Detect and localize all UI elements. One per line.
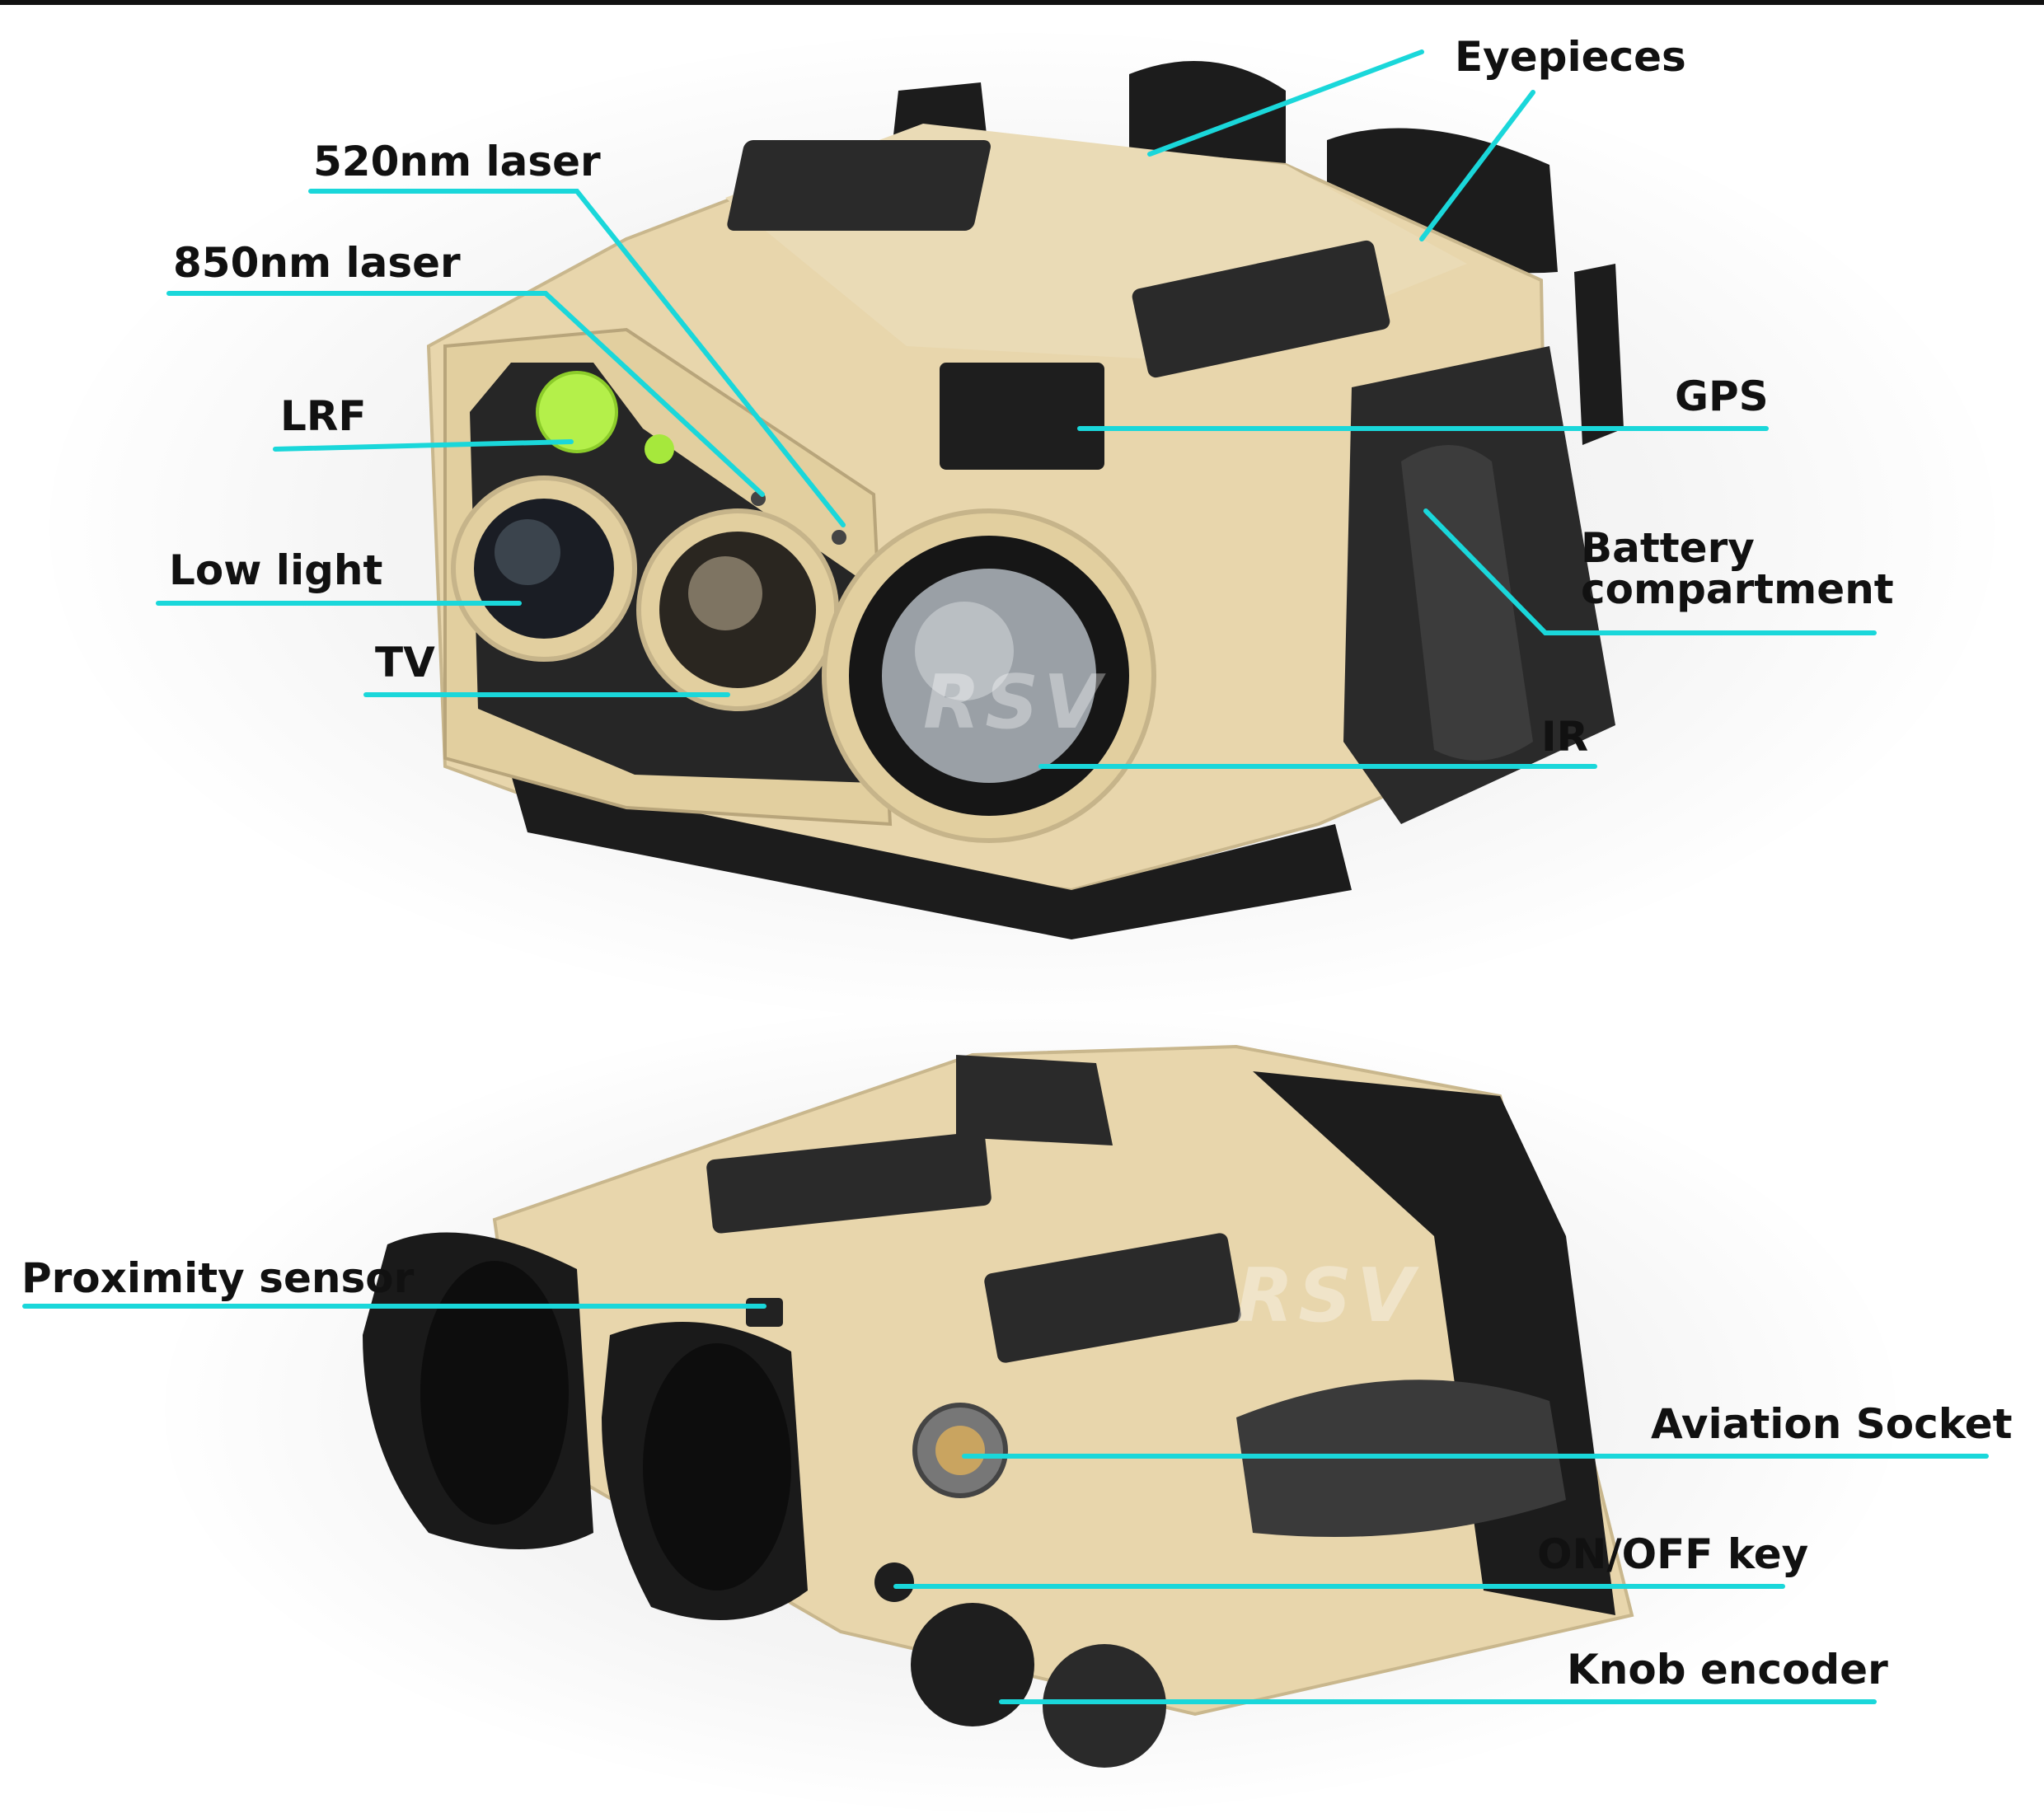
- label-lrf: LRF: [280, 392, 367, 440]
- top-border: [0, 0, 2044, 5]
- control-pad-front: [1132, 240, 1390, 378]
- onoff-key-shape: [874, 1562, 914, 1602]
- knob-encoder-shape: [911, 1603, 1034, 1726]
- top-device: [426, 61, 1624, 939]
- control-pad-top: [706, 1131, 992, 1234]
- label-520nm-laser: 520nm laser: [313, 138, 601, 185]
- label-aviation-socket: Aviation Socket: [1651, 1400, 2013, 1448]
- bottom-device: [363, 1044, 1634, 1768]
- label-850nm-laser: 850nm laser: [173, 239, 461, 287]
- gps-module: [940, 363, 1104, 470]
- label-gps: GPS: [1675, 372, 1769, 420]
- proximity-sensor-shape: [746, 1298, 783, 1327]
- eyepieces-leader-1: [1147, 49, 1424, 157]
- laser-520-leader: [308, 189, 846, 527]
- gps-module-rear: [956, 1055, 1113, 1145]
- label-onoff-key: ON/OFF key: [1537, 1530, 1809, 1578]
- lrf-leader: [273, 439, 574, 452]
- label-low-light: Low light: [169, 546, 383, 594]
- eyepieces-leader-2: [1419, 90, 1535, 241]
- laser-850-aperture: [832, 530, 846, 545]
- bottom-grip: [511, 775, 1352, 939]
- label-tv: TV: [375, 639, 435, 686]
- control-pad-rear: [727, 140, 991, 231]
- label-knob-encoder: Knob encoder: [1567, 1646, 1888, 1694]
- control-pad-side: [984, 1233, 1241, 1363]
- battery-cover: [1401, 445, 1533, 761]
- label-eyepieces: Eyepieces: [1455, 33, 1686, 81]
- knob-cap: [1043, 1644, 1166, 1768]
- watermark: RSV: [1236, 1253, 1419, 1339]
- callout-lines: [22, 49, 1989, 1704]
- watermark: RSV: [923, 659, 1106, 746]
- label-battery-compartment: Battery compartment: [1581, 524, 1894, 613]
- battery-leader: [1423, 508, 1877, 635]
- label-proximity-sensor: Proximity sensor: [21, 1254, 415, 1302]
- label-ir: IR: [1541, 713, 1589, 761]
- lrf-lens: [536, 371, 618, 453]
- side-strap-clip: [1574, 264, 1624, 445]
- laser-850-leader: [166, 291, 765, 497]
- small-green-lens: [645, 434, 674, 464]
